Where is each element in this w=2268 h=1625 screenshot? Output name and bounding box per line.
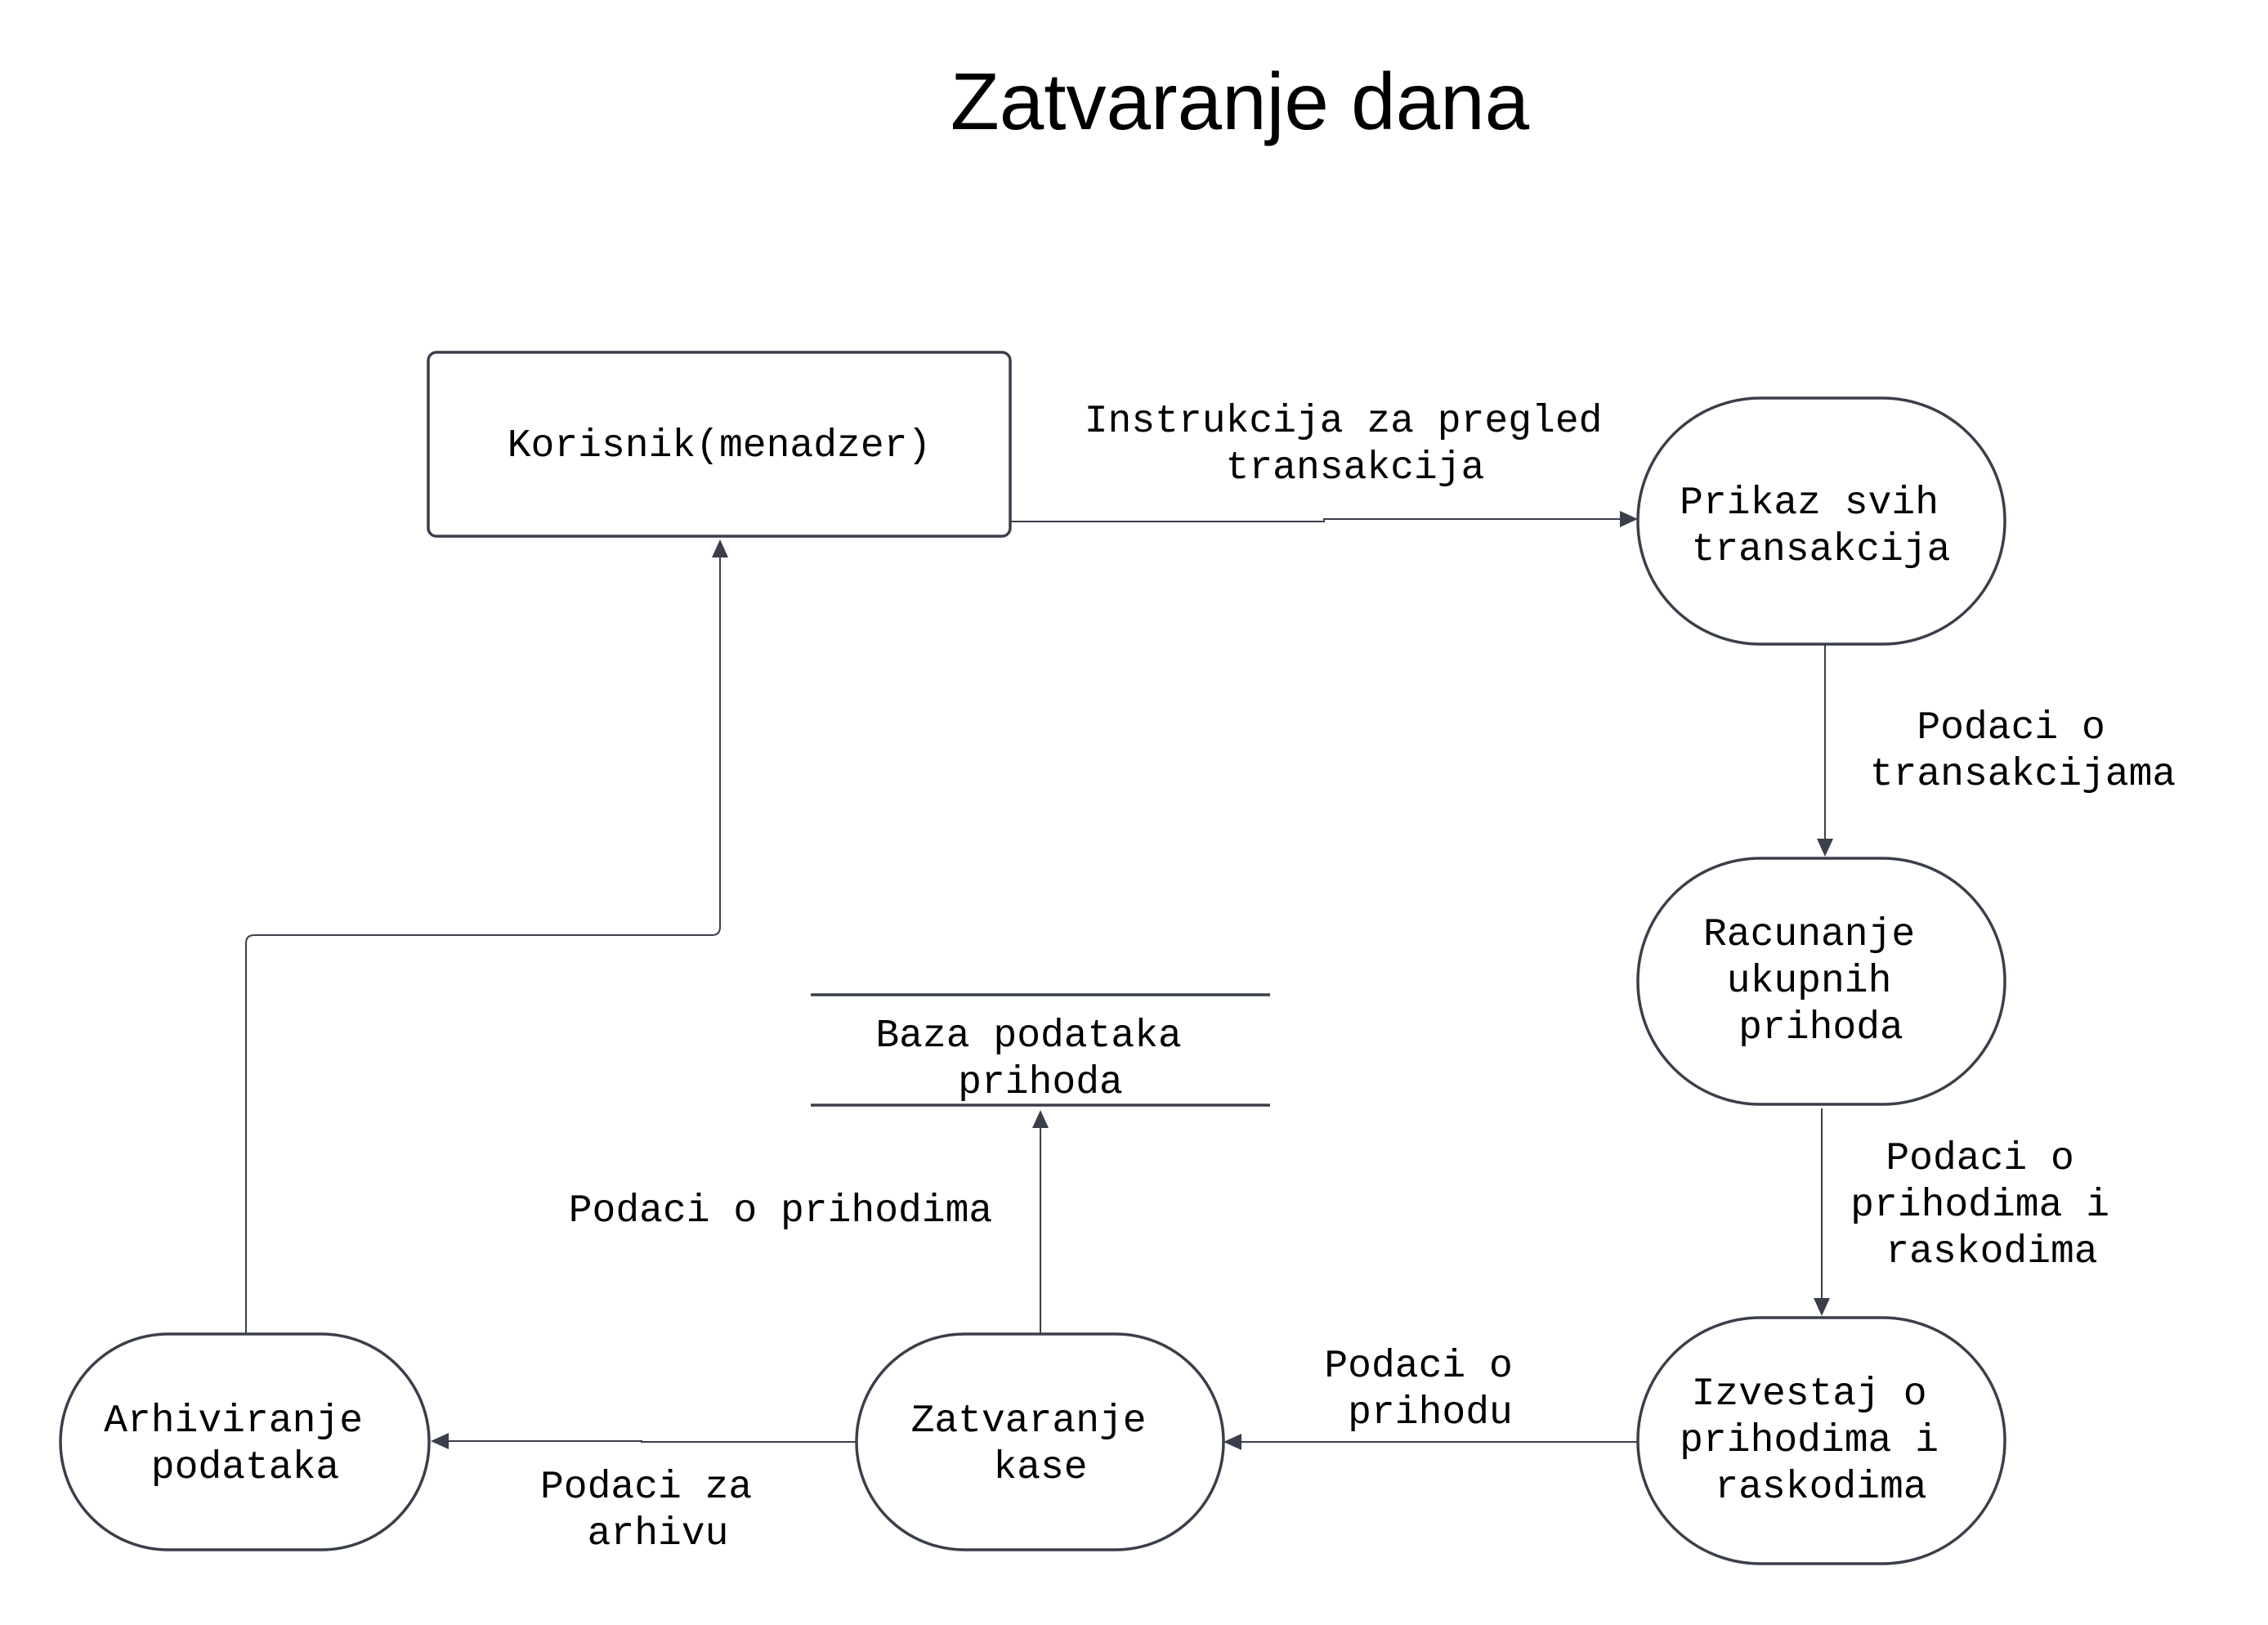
flow-label-podaci-prihodima: Podaci o prihodima xyxy=(569,1189,992,1233)
process-arhiviranje[interactable]: Arhiviranje podataka xyxy=(59,1332,431,1551)
process-racunanje-prihoda[interactable]: Racunanje ukupnih prihoda xyxy=(1636,857,2006,1106)
flow-label-instrukcija: Instrukcija za pregled transakcija xyxy=(1085,400,1626,490)
racunanje-label: Racunanje ukupnih prihoda xyxy=(1703,913,1939,1050)
zatvaranje-kase-label: Zatvaranje kase xyxy=(911,1399,1170,1490)
data-store-baza[interactable]: Baza podataka prihoda xyxy=(811,993,1270,1107)
process-izvestaj[interactable]: Izvestaj o prihodima i raskodima xyxy=(1636,1316,2006,1565)
flow-arhiviranje-to-korisnik[interactable] xyxy=(245,539,728,1334)
flow-racunanje-to-izvestaj[interactable] xyxy=(1814,1108,1830,1316)
process-zatvaranje-kase[interactable]: Zatvaranje kase xyxy=(855,1332,1225,1551)
flow-label-podaci-prihodu: Podaci o prihodu xyxy=(1324,1345,1536,1435)
baza-label: Baza podataka prihoda xyxy=(875,1014,1205,1105)
flow-label-podaci-transakcijama: Podaci o transakcijama xyxy=(1870,706,2176,797)
flow-zatvaranje-to-baza[interactable] xyxy=(1032,1110,1049,1334)
diagram-title: Zatvaranje dana xyxy=(951,56,1530,146)
external-entity-korisnik[interactable]: Korisnik(menadzer) xyxy=(427,351,1012,538)
flow-prikaz-to-racunanje[interactable] xyxy=(1817,644,1833,857)
korisnik-label: Korisnik(menadzer) xyxy=(508,424,931,468)
prikaz-label: Prikaz svih transakcija xyxy=(1680,481,1962,572)
izvestaj-label: Izvestaj o prihodima i raskodima xyxy=(1680,1372,1962,1510)
arhiviranje-label: Arhiviranje podataka xyxy=(104,1399,387,1490)
flow-izvestaj-to-zatvaranje[interactable] xyxy=(1223,1434,1638,1450)
flow-label-podaci-prihodima-raskodima: Podaci o prihodima i raskodima xyxy=(1850,1137,2133,1274)
flow-zatvaranje-to-arhiviranje[interactable] xyxy=(431,1433,857,1449)
flow-korisnik-to-prikaz[interactable] xyxy=(1010,511,1638,527)
flow-label-podaci-arhivu: Podaci za arhivu xyxy=(540,1466,776,1556)
process-prikaz-transakcija[interactable]: Prikaz svih transakcija xyxy=(1636,396,2006,646)
